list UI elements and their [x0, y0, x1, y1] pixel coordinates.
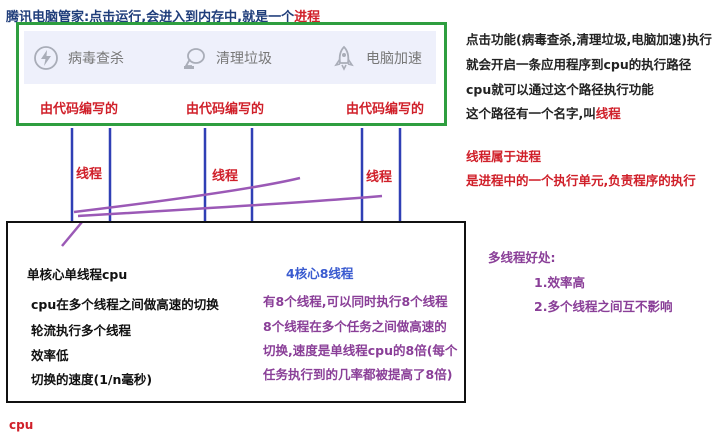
multi-core-title: 4核心8线程: [286, 266, 354, 281]
feature-strip: [24, 31, 436, 84]
note-line-3: cpu就可以通过这个路径执行功能: [466, 82, 654, 97]
multi-core-line: 切换,速度是单线程cpu的8倍(每个: [263, 343, 458, 358]
code-label-speedup: 由代码编写的: [346, 102, 425, 117]
app-process-box: [16, 22, 447, 126]
feature-label: 电脑加速: [366, 51, 422, 67]
vacuum-cleaner-icon: [180, 44, 208, 72]
thread-belongs-line-1: 线程属于进程: [466, 149, 542, 164]
switching-path: [77, 194, 383, 218]
thread-belongs-line-2: 是进程中的一个执行单元,负责程序的执行: [466, 173, 696, 188]
page-title: 腾讯电脑管家:点击运行,会进入到内存中,就是一个进程: [6, 6, 320, 25]
single-core-item: 轮流执行多个线程: [31, 323, 132, 338]
single-core-item: 效率低: [31, 348, 69, 363]
note-line-4-text: 这个路径有一个名字,叫: [466, 106, 596, 121]
switching-path: [61, 221, 83, 247]
note-line-1: 点击功能(病毒查杀,清理垃圾,电脑加速)执行: [466, 32, 712, 47]
switching-path: [73, 176, 301, 214]
multi-core-line: 8个线程在多个任务之间做高速的: [263, 319, 447, 334]
note-line-4: 这个路径有一个名字,叫线程: [466, 103, 621, 122]
thread-label-2: 线程: [212, 169, 239, 184]
single-core-item: cpu在多个线程之间做高速的切换: [31, 297, 219, 312]
title-text: 腾讯电脑管家:点击运行,会进入到内存中,就是一个: [6, 10, 295, 25]
benefit-item: 1.效率高: [534, 275, 585, 290]
feature-speedup[interactable]: 电脑加速: [330, 38, 422, 78]
single-core-title: 单核心单线程cpu: [27, 267, 128, 282]
lightning-shield-icon: [32, 44, 60, 72]
rocket-icon: [330, 44, 358, 72]
benefits-title: 多线程好处:: [488, 250, 556, 265]
benefit-item: 2.多个线程之间互不影响: [534, 299, 673, 314]
thread-label-1: 线程: [76, 167, 103, 182]
cpu-label: cpu: [9, 418, 34, 432]
code-label-cleanup: 由代码编写的: [186, 102, 265, 117]
feature-antivirus[interactable]: 病毒查杀: [32, 38, 124, 78]
cpu-box: [6, 221, 466, 403]
thread-label-3: 线程: [366, 170, 393, 185]
note-line-2: 就会开启一条应用程序到cpu的执行路径: [466, 57, 692, 72]
multi-core-line: 有8个线程,可以同时执行8个线程: [263, 294, 448, 309]
multi-core-line: 任务执行到的几率都被提高了8倍): [263, 367, 453, 382]
feature-label: 清理垃圾: [216, 51, 272, 67]
note-line-4-highlight: 线程: [595, 106, 621, 121]
title-highlight: 进程: [294, 10, 321, 25]
code-label-antivirus: 由代码编写的: [40, 102, 119, 117]
feature-cleanup[interactable]: 清理垃圾: [180, 38, 272, 78]
single-core-item: 切换的速度(1/n毫秒): [31, 372, 153, 387]
feature-label: 病毒查杀: [68, 51, 124, 67]
